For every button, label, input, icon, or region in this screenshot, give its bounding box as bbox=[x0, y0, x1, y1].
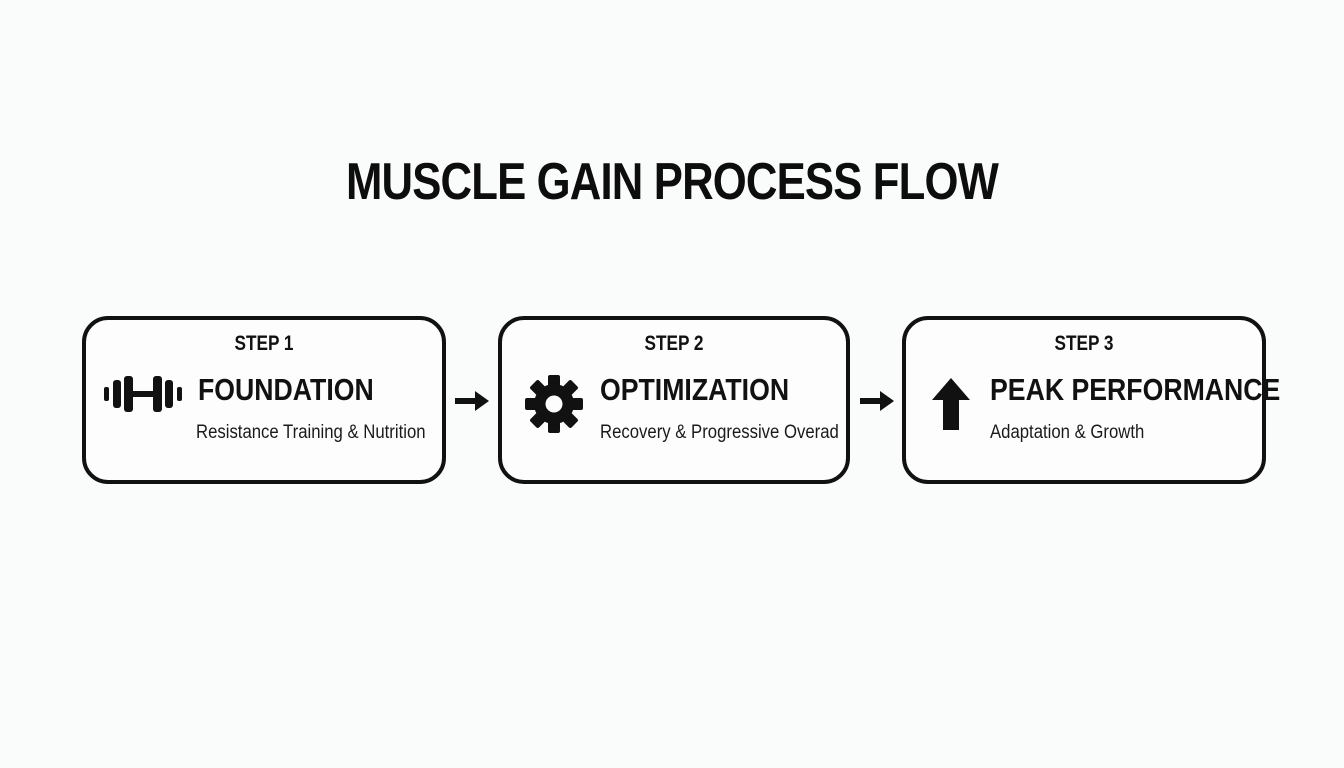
step-1-name: FOUNDATION bbox=[198, 372, 374, 407]
arrow-up-icon bbox=[932, 378, 970, 430]
diagram-title: MUSCLE GAIN PROCESS FLOW bbox=[345, 153, 999, 211]
step-2-label: STEP 2 bbox=[644, 332, 704, 355]
step-1-box: STEP 1 FOUNDATION Resistance Training & … bbox=[82, 316, 446, 484]
step-3-description: Adaptation & Growth bbox=[990, 422, 1145, 443]
dumbbell-icon bbox=[104, 376, 182, 412]
step-2-description: Recovery & Progressive Overad bbox=[600, 422, 839, 443]
arrow-right-icon bbox=[455, 391, 489, 411]
gear-icon bbox=[525, 375, 583, 433]
step-1-description: Resistance Training & Nutrition bbox=[196, 422, 426, 443]
step-2-box: STEP 2 OPTIMIZATION Recovery & Progressi… bbox=[498, 316, 850, 484]
arrow-right-icon bbox=[860, 391, 894, 411]
step-3-name: PEAK PERFORMANCE bbox=[990, 372, 1281, 407]
step-1-label: STEP 1 bbox=[234, 332, 294, 355]
step-3-label: STEP 3 bbox=[1054, 332, 1114, 355]
step-2-name: OPTIMIZATION bbox=[600, 372, 790, 407]
step-3-box: STEP 3 PEAK PERFORMANCE Adaptation & Gro… bbox=[902, 316, 1280, 484]
